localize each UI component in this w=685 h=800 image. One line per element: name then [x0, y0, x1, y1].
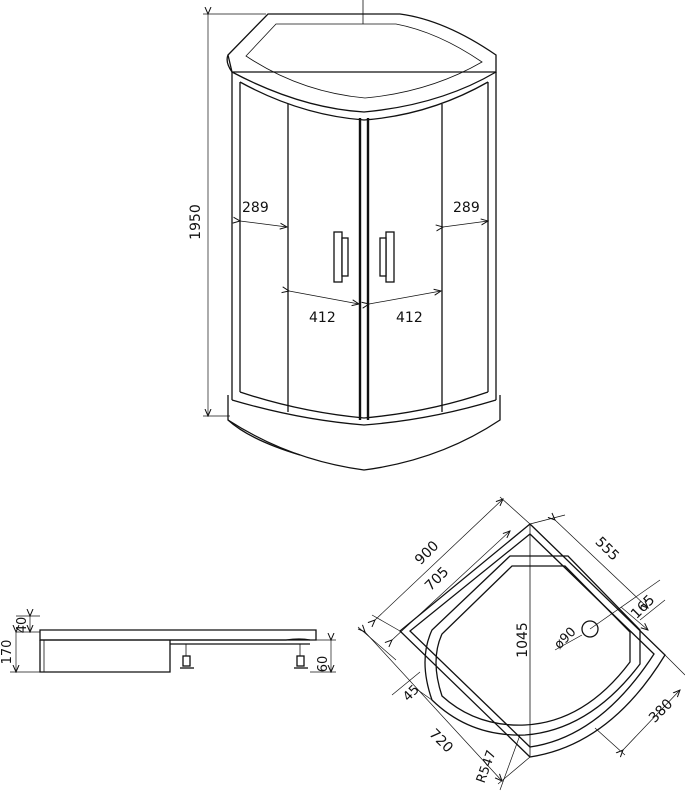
- dim-plan-1045-label: 1045: [515, 622, 531, 658]
- dim-side-left-label: 289: [242, 200, 269, 216]
- dim-plan-900-label: 900: [412, 538, 442, 568]
- dim-plan-radius-label: R547: [474, 748, 500, 785]
- cabin-frame: [231, 72, 497, 400]
- cabin-base-tray: [227, 395, 501, 471]
- dim-side-170: 170: [0, 632, 40, 672]
- dim-side-40: 40: [15, 616, 40, 633]
- side-view-tray: [39, 629, 317, 673]
- dim-door-right-label: 412: [396, 310, 423, 326]
- dim-plan-720: 720: [357, 627, 531, 785]
- dim-side-60-label: 60: [316, 656, 331, 673]
- dim-plan-380-label: 380: [646, 696, 676, 726]
- dim-plan-1045: 1045: [515, 622, 531, 658]
- dim-side-40-label: 40: [15, 617, 30, 634]
- dim-plan-705-label: 705: [422, 564, 452, 594]
- dim-plan-radius: R547: [474, 734, 521, 791]
- dim-side-60: 60: [310, 640, 336, 672]
- front-view-cabin: [226, 0, 501, 471]
- door-handle-left-icon: [333, 231, 349, 283]
- dim-side-right-label: 289: [453, 200, 480, 216]
- dim-plan-555-label: 555: [592, 534, 622, 564]
- dim-plan-drain: ø90: [552, 625, 583, 653]
- dim-side-right: 289: [443, 200, 488, 227]
- dim-height-label: 1950: [188, 204, 204, 240]
- dim-plan-380: 380: [594, 654, 685, 755]
- dim-door-left: 412: [289, 291, 359, 326]
- dim-plan-165-label: 165: [628, 592, 658, 622]
- dim-height: 1950: [188, 14, 266, 416]
- door-handle-right-icon: [379, 231, 395, 283]
- dim-plan-drain-label: ø90: [552, 625, 580, 653]
- dim-side-170-label: 170: [0, 640, 15, 665]
- dim-door-right: 412: [369, 291, 441, 326]
- dim-plan-165: 165: [589, 579, 661, 630]
- dim-plan-720-label: 720: [426, 726, 456, 756]
- dim-door-left-label: 412: [309, 310, 336, 326]
- cabin-roof: [227, 13, 497, 73]
- dim-plan-900: 900: [372, 496, 531, 632]
- dim-side-left: 289: [240, 200, 287, 227]
